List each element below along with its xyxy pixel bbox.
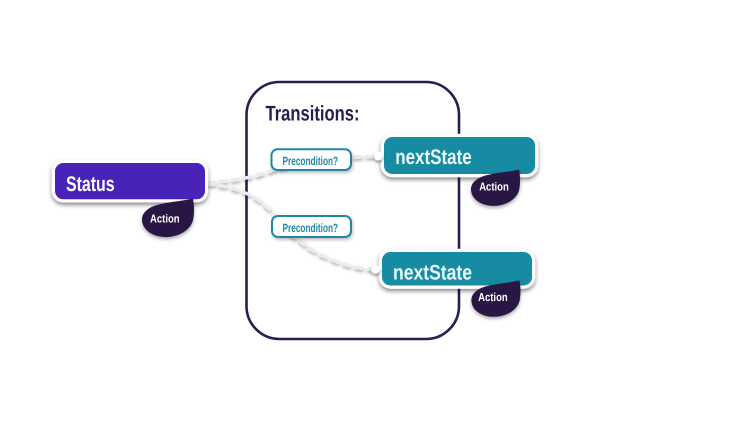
svg-text:Precondition?: Precondition?	[283, 154, 339, 168]
svg-text:Transitions:: Transitions:	[266, 101, 360, 125]
svg-text:Action: Action	[479, 180, 509, 193]
svg-text:nextState: nextState	[395, 146, 472, 169]
svg-text:nextState: nextState	[393, 261, 472, 284]
svg-text:Action: Action	[478, 291, 508, 304]
svg-text:Status: Status	[66, 173, 115, 196]
svg-text:Action: Action	[150, 212, 180, 225]
svg-text:Precondition?: Precondition?	[283, 221, 339, 235]
